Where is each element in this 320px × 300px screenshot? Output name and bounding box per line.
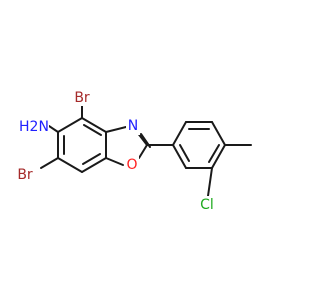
bond [172, 144, 187, 169]
bond [172, 121, 187, 146]
bond [83, 124, 102, 136]
bond [211, 144, 226, 169]
bond [57, 117, 83, 133]
bond [57, 157, 83, 173]
molecule-drawing: H2N Br Br N O Cl [14, 89, 252, 213]
label-background [125, 156, 139, 173]
label-background [195, 196, 219, 213]
bond [81, 157, 107, 173]
bond [179, 144, 190, 162]
chlorine-label: Cl [200, 197, 214, 213]
bond [138, 144, 148, 159]
label-background [20, 118, 49, 136]
bond [208, 144, 220, 163]
amine-label: H2N [19, 119, 49, 135]
bond [40, 157, 59, 169]
oxygen-label: O [126, 157, 137, 173]
bond [105, 157, 124, 166]
bond [48, 125, 59, 133]
bond [81, 117, 107, 133]
bond [82, 153, 101, 165]
label-background [126, 118, 140, 135]
label-background [71, 89, 93, 106]
bond [207, 167, 213, 197]
bromine-top-label: Br [74, 90, 90, 106]
bond [211, 121, 226, 146]
nitrogen-label: N [128, 118, 138, 134]
structure-canvas: H2N Br Br N O Cl [14, 89, 252, 213]
bond [105, 126, 127, 133]
label-background [14, 166, 36, 183]
bromine-bottom-label: Br [17, 167, 33, 183]
